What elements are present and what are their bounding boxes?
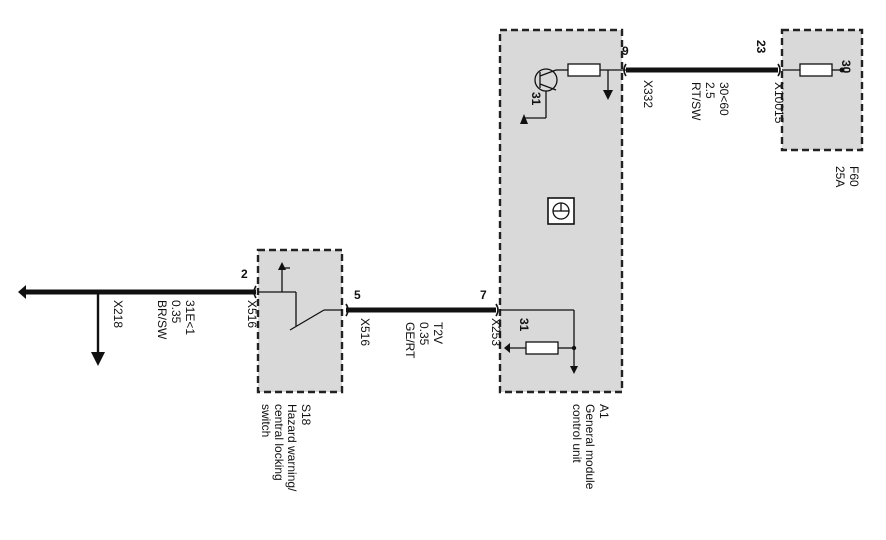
ground-arrow-down-icon	[91, 352, 105, 366]
switch-designator: S18	[299, 404, 313, 426]
module-ground-label-top: 31	[529, 92, 543, 106]
switch-pin-out: 5	[354, 288, 361, 302]
switch-desc-line3: switch	[259, 404, 273, 437]
switch-desc-line1: Hazard warning/	[285, 404, 299, 492]
module-ground-label-bottom: 31	[517, 318, 531, 332]
module-bottom-resistor	[500, 309, 578, 374]
mid-wire-code: T2V	[431, 322, 445, 344]
arrow-down-icon	[603, 90, 613, 100]
switch-s18-box	[256, 248, 344, 394]
wire-end-arrow-icon	[18, 285, 26, 299]
fuse-connector: X10015	[772, 82, 786, 124]
ground-branch	[91, 292, 105, 366]
fuse-rating: 25A	[833, 166, 847, 187]
switch-desc-line2: central locking	[272, 404, 286, 481]
module-desc-line2: control unit	[570, 404, 584, 463]
switch-out-connector: X516	[358, 318, 372, 346]
fuse-designator: F60	[847, 166, 861, 187]
mid-wire-cross-section: 0.35	[417, 322, 431, 346]
fuse-pin: 23	[754, 40, 768, 54]
module-input-connector: X253	[489, 318, 503, 346]
switch-in-connector: X516	[245, 300, 259, 328]
module-top-resistor	[556, 63, 626, 100]
control-unit-icon	[547, 197, 575, 225]
switch-contact-icon	[258, 262, 342, 331]
ground-wire-color: BR/SW	[155, 300, 169, 340]
switch-pin-in: 2	[241, 267, 248, 281]
transistor-icon	[520, 68, 558, 124]
fuse-terminal: 30	[839, 60, 853, 74]
wire-ground-to-switch	[18, 285, 256, 299]
module-designator: A1	[597, 404, 611, 419]
ground-wire-code: 31E<1	[183, 300, 197, 335]
ground-wire-cross-section: 0.35	[169, 300, 183, 324]
module-pin-input: 7	[480, 288, 487, 302]
top-wire-code: 30<60	[717, 82, 731, 116]
ground-connector-label: X218	[111, 300, 125, 328]
fuse-icon	[782, 63, 845, 77]
module-pin-power: 9	[622, 44, 629, 58]
top-wire-color: RT/SW	[689, 82, 703, 121]
module-desc-line1: General module	[583, 404, 597, 490]
module-power-connector: X332	[641, 80, 655, 108]
top-wire-cross-section: 2.5	[703, 82, 717, 99]
fuse-f60-box	[780, 28, 864, 152]
mid-wire-color: GE/RT	[403, 322, 417, 359]
